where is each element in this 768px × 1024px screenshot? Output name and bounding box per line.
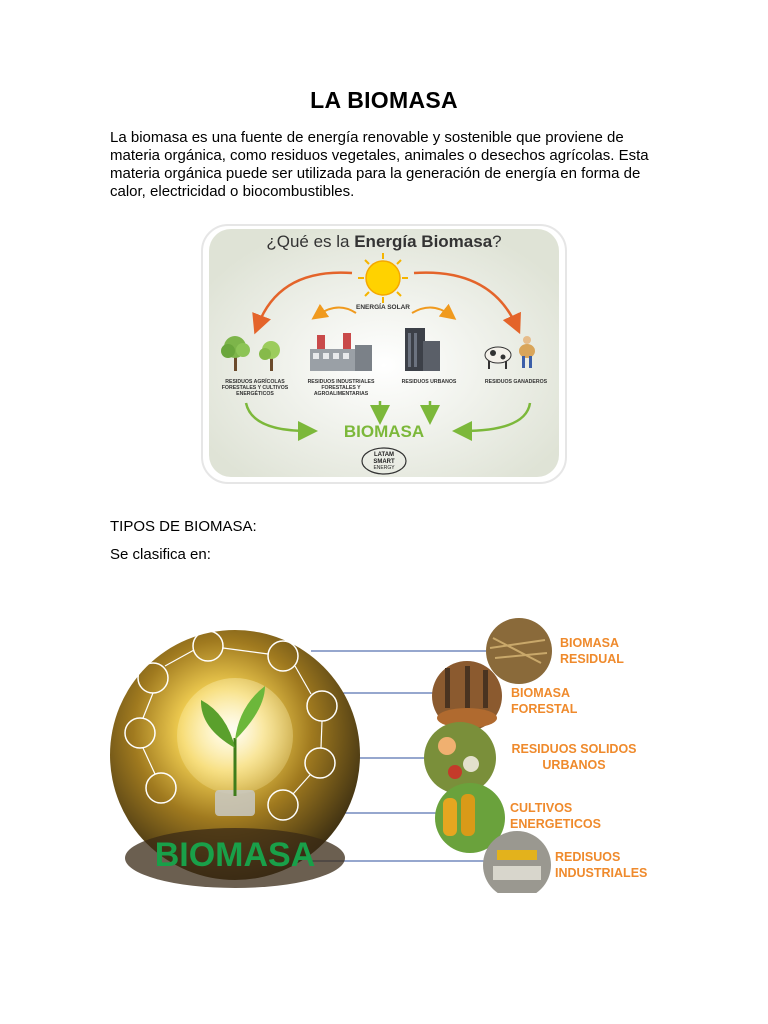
type-label-5a: REDISUOS (555, 850, 620, 864)
biomass-circle-illustration: BIOMASA (110, 630, 360, 888)
source-label-1c: ENERGÉTICOS (236, 389, 274, 397)
arrow-sun-to-livestock (413, 271, 521, 335)
source-label-1a: RESIDUOS AGRÍCOLAS (225, 377, 285, 385)
type-label-3b: URBANOS (542, 758, 605, 772)
types-heading: TIPOS DE BIOMASA: (110, 518, 257, 535)
battery-icon (267, 789, 299, 821)
sun-icon (192, 630, 224, 662)
arrow-left-to-biomasa (244, 402, 318, 441)
type-label-3a: RESIDUOS SOLIDOS (511, 742, 636, 756)
type-label-5b: INDUSTRIALES (555, 866, 647, 880)
svg-text:SMART: SMART (373, 459, 395, 465)
biomasa-result-label: BIOMASA (344, 422, 424, 441)
source-label-2c: AGROALIMENTARIAS (314, 391, 369, 397)
factory-icon (310, 333, 372, 371)
biomass-types-diagram: BIOMASA BIOMASA RESIDUAL BIOMASA FORESTA… (105, 618, 665, 899)
cow-icon (484, 336, 535, 369)
type-label-1b: RESIDUAL (560, 652, 624, 666)
latam-smart-energy-logo: LATAM SMART ENERGY (361, 447, 407, 475)
type-label-1a: BIOMASA (560, 636, 619, 650)
arrow-right-to-biomasa (452, 402, 532, 441)
type-label-2b: FORESTAL (511, 702, 578, 716)
source-label-2b: FORESTALES Y (321, 385, 361, 391)
classification-intro: Se clasifica en: (110, 546, 211, 563)
solar-energy-label: ENERGÍA SOLAR (356, 302, 410, 311)
source-label-3: RESIDUOS URBANOS (402, 379, 457, 385)
solar-panel-icon (267, 640, 299, 672)
type-label-4a: CULTIVOS (510, 801, 572, 815)
arrow-sun-to-agricultural (252, 271, 353, 335)
page-title: LA BIOMASA (310, 87, 458, 113)
source-label-2a: RESIDUOS INDUSTRIALES (308, 379, 375, 385)
source-label-1b: FORESTALES Y CULTIVOS (222, 385, 289, 391)
residual-biomass-photo (486, 618, 552, 684)
industrial-waste-photo (483, 831, 551, 899)
type-label-2a: BIOMASA (511, 686, 570, 700)
tree-icon (221, 336, 280, 371)
building-icon (405, 328, 440, 371)
svg-text:LATAM: LATAM (374, 452, 394, 458)
arrow-sun-to-industrial (311, 303, 357, 320)
sun-icon (358, 253, 408, 303)
arrow-sun-to-urban (411, 303, 457, 320)
urban-waste-photo (424, 722, 496, 794)
energy-crops-photo (435, 783, 505, 853)
fuel-pump-icon (304, 747, 336, 779)
type-label-4b: ENERGETICOS (510, 817, 601, 831)
sprout-icon (200, 686, 265, 796)
intro-paragraph: La biomasa es una fuente de energía reno… (110, 129, 649, 200)
infographic-heading: ¿Qué es la Energía Biomasa? (266, 232, 501, 251)
biomass-energy-infographic: ¿Qué es la Energía Biomasa? ENERGÍA SOLA… (200, 223, 568, 485)
source-label-4: RESIDUOS GANADEROS (485, 379, 548, 385)
recycle-icon (145, 772, 177, 804)
forest-biomass-photo (432, 661, 502, 731)
svg-text:ENERGY: ENERGY (373, 465, 395, 471)
water-drop-icon (124, 717, 156, 749)
biomasa-circle-word: BIOMASA (155, 836, 316, 874)
